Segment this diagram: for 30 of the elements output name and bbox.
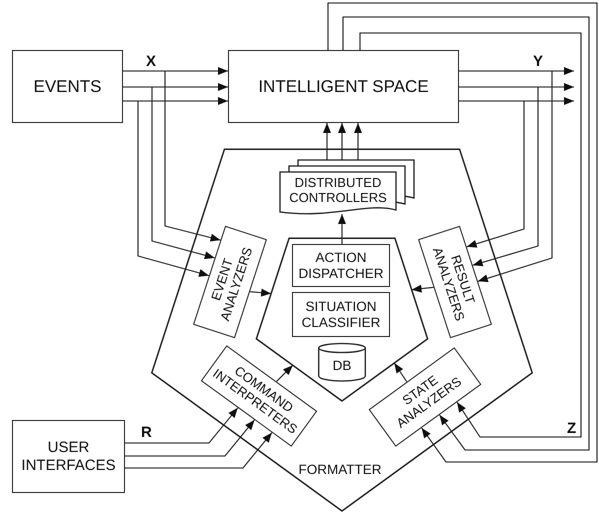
arrow: [459, 86, 539, 266]
bus-label: R: [141, 424, 152, 441]
arrow: [123, 100, 210, 277]
process-box: SITUATION CLASSIFIER: [292, 292, 390, 337]
process-box: USER INTERFACES: [12, 420, 125, 493]
database-cylinder: DB: [318, 343, 366, 381]
process-box: ACTION DISPATCHER: [292, 244, 390, 287]
pentagon-ring: [150, 147, 534, 513]
arrow: [338, 214, 346, 244]
arrow: [394, 362, 408, 382]
arrow: [125, 432, 272, 469]
arrow: [459, 100, 525, 248]
arrow: [323, 123, 331, 160]
bus-label: Z: [567, 420, 576, 437]
arrow: [359, 32, 582, 438]
arrow: [125, 420, 255, 457]
arrow: [338, 123, 346, 160]
bus-label: X: [146, 53, 156, 70]
bus-label: Y: [533, 53, 544, 70]
process-box: INTELLIGENT SPACE: [228, 50, 459, 123]
arrow: [123, 70, 221, 242]
arrow: [250, 288, 272, 297]
arrow: [459, 70, 553, 282]
ring-label: FORMATTER: [298, 461, 382, 479]
arrow: [354, 123, 362, 160]
arrow: [412, 284, 434, 293]
arrow: [276, 364, 294, 382]
arrow: [125, 407, 238, 444]
process-box: EVENTS: [12, 50, 123, 123]
arrow: [123, 86, 215, 260]
